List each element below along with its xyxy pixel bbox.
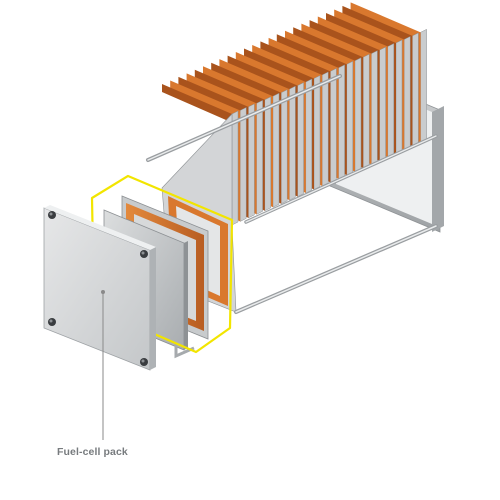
- cell-plate-edge: [379, 46, 386, 162]
- cell-plate-edge: [239, 107, 247, 222]
- cell-plate-edge: [420, 28, 427, 144]
- bolt-icon: [48, 211, 148, 366]
- cell-plate-edge: [256, 99, 263, 215]
- cell-plate-edge: [362, 53, 370, 169]
- cell-plate-edge: [346, 60, 354, 176]
- cell-plate-edge: [264, 96, 272, 212]
- cell-plate-edge: [395, 39, 403, 155]
- cell-plate-edge: [338, 64, 345, 180]
- cell-plate-edge: [289, 85, 296, 201]
- cell-plate-edge: [248, 103, 255, 219]
- cell-plate-edge: [330, 67, 337, 183]
- cell-plate-edge: [272, 92, 280, 208]
- tie-rods: [146, 74, 438, 314]
- cell-plate-edge: [280, 89, 288, 205]
- cell-plate-edge: [297, 82, 304, 198]
- callout-leader: [101, 290, 105, 440]
- cell-plate-edge: [313, 75, 321, 190]
- cell-plate-edge: [231, 110, 239, 226]
- cell-plate-edge: [387, 43, 395, 158]
- cell-plate-edge: [403, 36, 411, 151]
- cell-plate-edge: [371, 50, 378, 166]
- cell-plate-edge: [412, 32, 419, 148]
- callout-label: Fuel-cell pack: [57, 446, 128, 458]
- cell-plate-edge: [354, 57, 362, 173]
- front-end-plate: [43, 205, 156, 371]
- cell-plate-edge: [305, 78, 313, 194]
- cell-plate-edge: [321, 71, 329, 187]
